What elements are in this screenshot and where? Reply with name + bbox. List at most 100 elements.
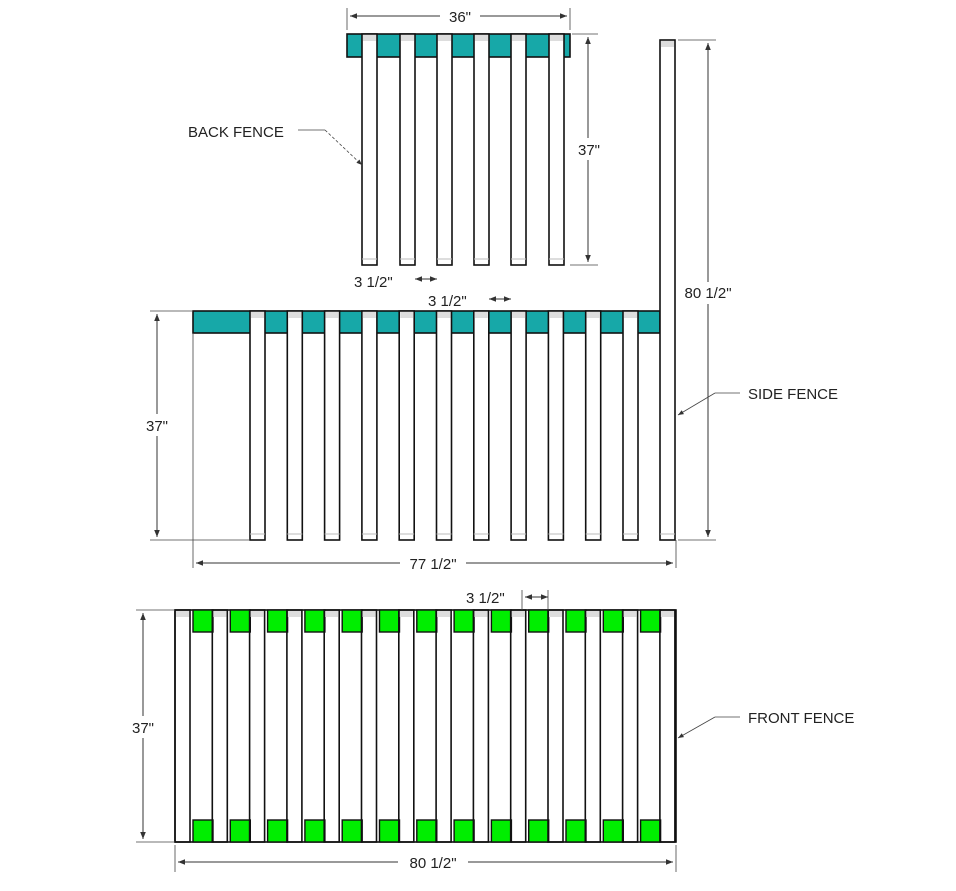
front-fence-picket-cap	[325, 611, 339, 617]
side-fence-spacing-dim: 3 1/2"	[428, 293, 467, 310]
front-fence-picket-cap	[250, 611, 264, 617]
front-fence-picket-cap	[660, 611, 674, 617]
side-fence-picket-cap	[251, 312, 264, 318]
fence-shapes	[174, 33, 677, 843]
side-fence-post-height-dim: 80 1/2"	[684, 285, 731, 302]
back-fence-height-dim: 37"	[578, 142, 600, 159]
front-fence-picket	[248, 609, 266, 843]
side-fence-height-dim: 37"	[146, 418, 168, 435]
side-fence-picket-cap	[362, 312, 376, 318]
front-fence-picket	[547, 609, 564, 843]
front-fence-picket-cap	[213, 611, 227, 617]
side-fence-picket-cap	[400, 312, 414, 318]
front-fence-block-top	[341, 609, 363, 633]
back-fence-width-dim: 36"	[449, 9, 471, 26]
back-fence-rail	[346, 33, 571, 58]
front-fence-frame	[174, 609, 677, 843]
back-fence-picket	[436, 33, 453, 266]
front-fence-picket-cap	[511, 611, 525, 617]
front-fence-block-top	[453, 609, 475, 633]
front-fence-picket	[211, 609, 229, 843]
back-fence-picket	[399, 33, 416, 266]
side-fence-label: SIDE FENCE	[748, 386, 838, 403]
front-fence-block-top	[565, 609, 587, 633]
front-fence-block-top	[602, 609, 624, 633]
front-fence-block-bottom	[416, 819, 438, 843]
side-fence-picket	[510, 310, 527, 541]
side-fence-width-dim: 77 1/2"	[409, 556, 456, 573]
side-fence-picket-cap	[512, 312, 526, 318]
front-fence-block-top	[229, 609, 252, 633]
back-fence-picket-cap	[401, 35, 414, 41]
back-fence-picket-cap	[550, 35, 563, 41]
front-fence-height-dim: 37"	[132, 720, 154, 737]
front-fence-picket-cap	[399, 611, 413, 617]
front-fence-block-bottom	[304, 819, 326, 843]
front-fence-block-top	[490, 609, 513, 633]
back-fence-picket	[361, 33, 378, 266]
front-fence-block-top	[528, 609, 550, 633]
front-fence-picket-cap	[176, 611, 189, 617]
back-fence-leader-arrow	[324, 129, 363, 166]
side-fence-picket	[622, 310, 639, 541]
side-fence-picket	[398, 310, 416, 541]
front-fence-block-top	[266, 609, 289, 633]
front-fence-picket-cap	[586, 611, 600, 617]
front-fence-block-top	[192, 609, 214, 633]
side-fence-picket	[547, 310, 565, 541]
side-fence-picket	[286, 310, 304, 541]
front-fence-picket	[621, 609, 639, 843]
front-fence-width-dim: 80 1/2"	[409, 855, 456, 872]
back-fence-picket-cap	[512, 35, 525, 41]
back-fence-label: BACK FENCE	[188, 124, 284, 141]
front-fence-block-bottom	[229, 819, 252, 843]
back-fence-picket-cap	[475, 35, 488, 41]
front-fence-block-top	[304, 609, 326, 633]
side-fence-picket-cap	[624, 312, 637, 318]
side-fence-picket-cap	[586, 312, 600, 318]
front-fence-picket	[397, 609, 415, 843]
front-fence-picket-cap	[623, 611, 637, 617]
front-fence-picket-cap	[437, 611, 451, 617]
front-fence-block-bottom	[453, 819, 475, 843]
front-fence-block-bottom	[341, 819, 363, 843]
front-fence-block-bottom	[378, 819, 401, 843]
front-fence-block-bottom	[528, 819, 550, 843]
back-fence-spacing-dim: 3 1/2"	[354, 274, 393, 291]
side-fence-picket	[472, 310, 490, 541]
front-fence-picket-cap	[287, 611, 301, 617]
front-fence-picket-cap	[362, 611, 376, 617]
front-fence-picket	[472, 609, 490, 843]
side-fence-picket-cap	[325, 312, 339, 318]
side-fence-picket-cap	[437, 312, 451, 318]
front-fence-block-top	[639, 609, 662, 633]
front-fence-block-bottom	[266, 819, 289, 843]
back-fence-picket-cap	[438, 35, 451, 41]
front-fence-picket	[509, 609, 527, 843]
front-fence-label: FRONT FENCE	[748, 710, 854, 727]
side-fence-leader-arrow	[677, 392, 716, 416]
front-fence-block-top	[416, 609, 438, 633]
back-fence-picket	[473, 33, 490, 266]
side-fence-picket	[323, 310, 341, 541]
side-fence-picket	[361, 310, 378, 541]
front-fence-spacing-dim: 3 1/2"	[466, 590, 505, 607]
side-fence-picket-cap	[474, 312, 488, 318]
side-fence-picket-cap	[288, 312, 302, 318]
front-fence-picket-cap	[549, 611, 562, 617]
front-fence-block-bottom	[192, 819, 214, 843]
front-fence-block-top	[378, 609, 401, 633]
front-fence-picket	[659, 609, 676, 843]
front-fence-leader-arrow	[677, 716, 716, 739]
side-fence-post-cap	[661, 41, 674, 47]
front-fence-block-bottom	[639, 819, 662, 843]
front-fence-picket	[360, 609, 378, 843]
back-fence-picket-cap	[363, 35, 376, 41]
side-fence-picket	[435, 310, 453, 541]
back-fence-picket	[548, 33, 565, 266]
front-fence-block-bottom	[602, 819, 624, 843]
front-fence-picket	[584, 609, 602, 843]
side-fence-picket	[584, 310, 602, 541]
side-fence-picket-cap	[549, 312, 563, 318]
